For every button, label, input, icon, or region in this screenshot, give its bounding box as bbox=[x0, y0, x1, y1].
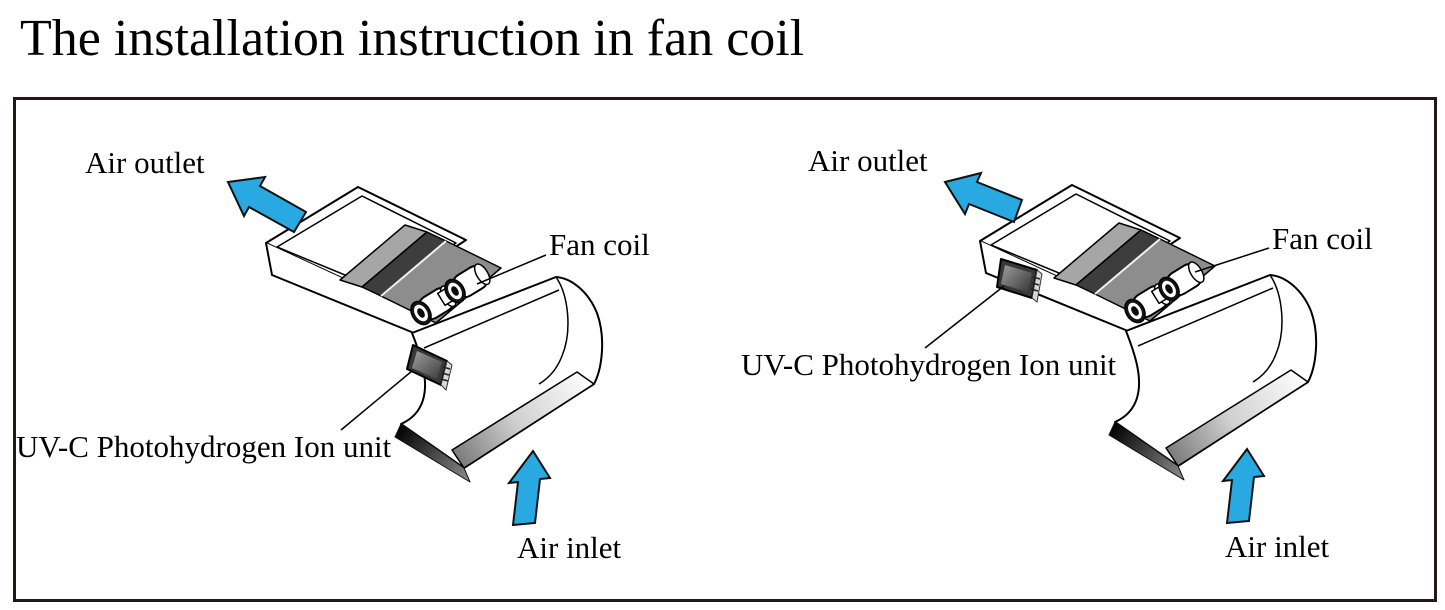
air-outlet-arrow-left bbox=[226, 175, 308, 234]
label-air-inlet-left: Air inlet bbox=[517, 530, 622, 565]
air-inlet-arrow-right bbox=[1220, 447, 1266, 525]
diagram-left bbox=[226, 175, 604, 527]
label-air-outlet-left: Air outlet bbox=[85, 145, 205, 180]
label-uvc-unit-right: UV-C Photohydrogen Ion unit bbox=[741, 347, 1117, 382]
label-fan-coil-left: Fan coil bbox=[549, 227, 650, 262]
leader-line-fan-coil-left bbox=[476, 254, 547, 285]
leader-line-uvc-right bbox=[924, 285, 1005, 349]
label-fan-coil-right: Fan coil bbox=[1272, 221, 1373, 256]
fan-coil-unit-drawing-right bbox=[979, 184, 1318, 481]
uvc-unit-panel-left bbox=[406, 344, 453, 391]
leader-line-fan-coil-right bbox=[1194, 247, 1270, 273]
label-uvc-unit-left: UV-C Photohydrogen Ion unit bbox=[16, 429, 392, 464]
air-outlet-arrow-right bbox=[943, 171, 1024, 224]
diagram-right bbox=[924, 171, 1318, 525]
air-inlet-arrow-left bbox=[506, 449, 552, 527]
page-title: The installation instruction in fan coil bbox=[20, 10, 805, 67]
label-air-inlet-right: Air inlet bbox=[1225, 529, 1330, 564]
label-air-outlet-right: Air outlet bbox=[808, 143, 928, 178]
leader-line-uvc-left bbox=[340, 370, 413, 431]
uvc-unit-panel-right bbox=[996, 258, 1043, 303]
